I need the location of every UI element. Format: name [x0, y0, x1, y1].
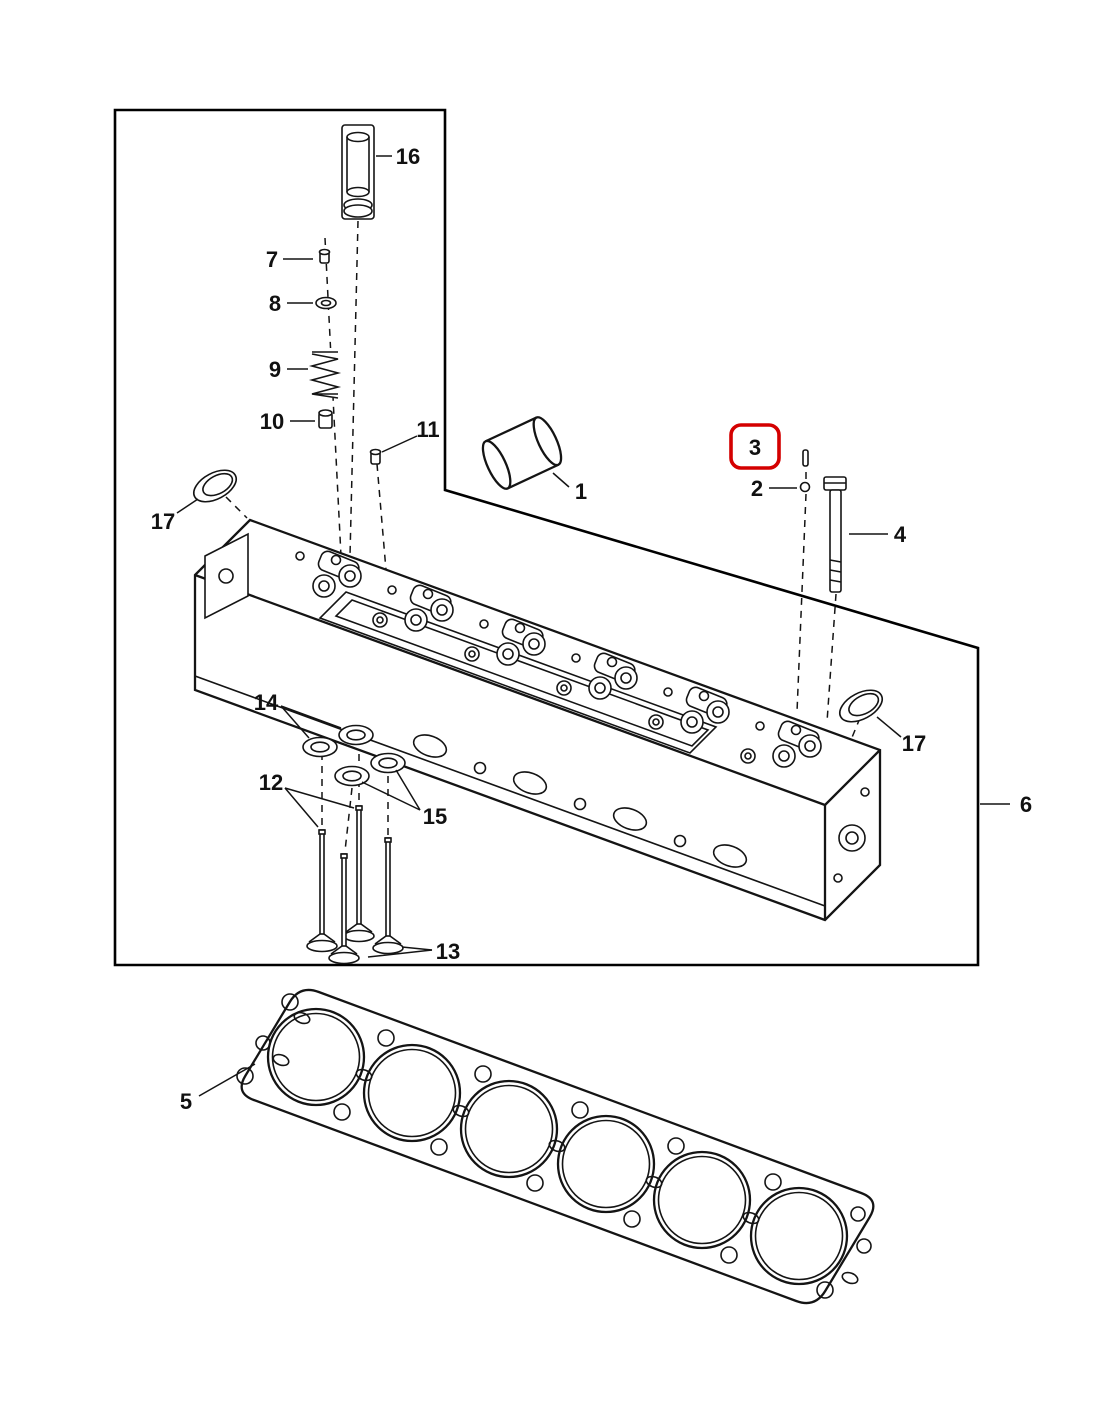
- callout-1-label[interactable]: 1: [575, 479, 587, 504]
- part-7-bolt: [318, 248, 331, 264]
- callout-6: 6: [980, 792, 1032, 817]
- callout-11-label[interactable]: 11: [416, 417, 439, 442]
- part-4-head-bolt: [823, 476, 847, 593]
- valve: [372, 837, 404, 955]
- part-12-valves: [306, 805, 375, 953]
- highlight-box: [729, 423, 781, 470]
- callout-17-left: 17: [151, 498, 199, 534]
- part-1-sleeve: [481, 416, 563, 490]
- part-15-seats: [334, 752, 406, 787]
- gasket-coolant-holes: [255, 1011, 872, 1285]
- callout-12: 12: [259, 770, 355, 828]
- callout-1: 1: [552, 472, 587, 504]
- callout-8-label[interactable]: 8: [269, 291, 281, 316]
- callout-16: 16: [376, 144, 420, 169]
- callout-13: 13: [367, 939, 460, 964]
- part-9-spring: [308, 348, 344, 399]
- callout-9: 9: [269, 357, 308, 382]
- part-16-tappet: [341, 124, 375, 220]
- assembly-dashed-lines: [225, 220, 861, 852]
- callout-10: 10: [260, 409, 315, 434]
- part-2-ball: [799, 481, 811, 493]
- part-13-valves: [328, 837, 404, 965]
- head-left-boss: [204, 532, 249, 620]
- head-end-face: [833, 787, 870, 883]
- callout-15: 15: [361, 769, 447, 829]
- part-17-cup-plug-left: [192, 469, 238, 503]
- part-3-pin: [802, 449, 809, 467]
- part-11-stud: [369, 448, 382, 465]
- part-5-head-gasket: [236, 988, 875, 1305]
- injector-bores: [372, 612, 756, 764]
- callout-3-label[interactable]: 3: [749, 435, 761, 460]
- callout-5: 5: [180, 1063, 256, 1114]
- valve: [306, 829, 338, 953]
- part-8-retainer: [315, 296, 337, 310]
- callout-10-label[interactable]: 10: [260, 409, 284, 434]
- callout-9-label[interactable]: 9: [269, 357, 281, 382]
- head-bolt-holes: [295, 551, 765, 731]
- callout-7: 7: [266, 247, 313, 272]
- callout-4: 4: [849, 522, 907, 547]
- callout-14-label[interactable]: 14: [254, 690, 279, 715]
- callout-12-label[interactable]: 12: [259, 770, 283, 795]
- callout-17-left-label[interactable]: 17: [151, 509, 175, 534]
- callout-8: 8: [269, 291, 313, 316]
- callout-14: 14: [254, 690, 342, 739]
- callout-16-label[interactable]: 16: [396, 144, 420, 169]
- callout-6-label[interactable]: 6: [1020, 792, 1032, 817]
- callout-2: 2: [751, 476, 797, 501]
- callout-13-label[interactable]: 13: [436, 939, 460, 964]
- callout-3-highlighted: 3: [729, 423, 781, 470]
- parts-group-border: [113, 108, 980, 967]
- callout-15-label[interactable]: 15: [423, 804, 447, 829]
- part-10-seat: [318, 409, 333, 429]
- callout-17-right: 17: [876, 716, 926, 756]
- callout-17-right-label[interactable]: 17: [902, 731, 926, 756]
- gasket-bolt-holes: [236, 993, 866, 1299]
- callout-5-label[interactable]: 5: [180, 1089, 192, 1114]
- callout-4-label[interactable]: 4: [894, 522, 907, 547]
- callout-11: 11: [381, 417, 440, 453]
- valve: [328, 853, 360, 965]
- callout-7-label[interactable]: 7: [266, 247, 278, 272]
- exhaust-ports: [412, 734, 748, 868]
- part-17-cup-plug-right: [838, 689, 884, 723]
- cylinder-head-body: [193, 518, 882, 922]
- valve: [343, 805, 375, 943]
- callout-2-label[interactable]: 2: [751, 476, 763, 501]
- cylinder-bores: [266, 1007, 849, 1286]
